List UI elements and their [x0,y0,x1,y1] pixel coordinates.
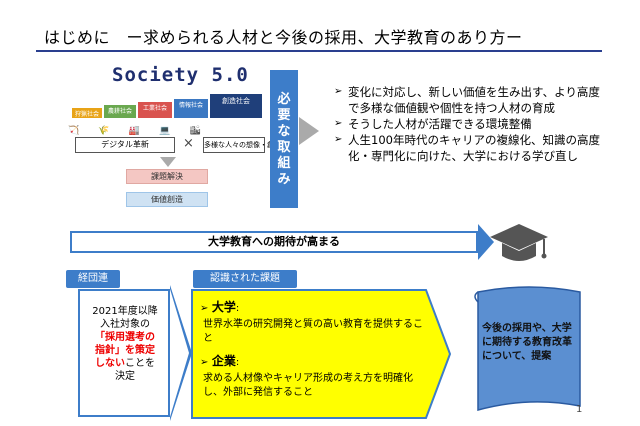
factory-icon: 🏭 [128,126,140,136]
graduation-cap-icon [490,224,548,261]
issue-body-company: 求める人材像やキャリア形成の考え方を明確化し、外部に発信すること [203,373,413,398]
computer-icon: 💻 [158,126,171,136]
down-arrow-icon [160,157,176,167]
multiply-sign: × [183,136,194,151]
needs-list: 変化に対応し、新しい価値を生み出す、より高度で多様な価値観や個性を持つ人材の育成… [334,84,604,164]
recognized-issues-label: 認識された課題 [193,270,297,288]
page-title: はじめに ー求められる人材と今後の採用、大学教育のあり方ー [44,28,523,47]
banner-arrow-icon [478,224,494,260]
keidanren-box [78,289,170,417]
keidanren-label: 経団連 [66,270,120,288]
right-arrow-icon [299,117,319,145]
needed-initiatives-label: 必 要 な 取 組 み [270,70,298,208]
stage-agrarian: 農耕社会 [104,105,136,118]
value-creation-box: 価値創造 [126,192,208,207]
list-item: 人生100年時代のキャリアの複線化、知識の高度化・専門化に向けた、大学における学… [334,132,604,164]
keidanren-decision: 2021年度以降 入社対象の 「採用選考の 指針」を策定 しないことを 決定 [92,306,158,382]
city-icon: 🏙 [189,126,201,136]
reform-proposal: 今後の採用や、大学に期待する教育改革について、提案 [482,323,572,362]
reform-banner-shape [474,286,581,411]
issue-head-company: 企業: [200,354,428,370]
list-item: 変化に対応し、新しい価値を生み出す、より高度で多様な価値観や個性を持つ人材の育成 [334,84,604,116]
society-stages-chart: 狩猟社会 農耕社会 工業社会 情報社会 創造社会 [72,94,262,118]
diverse-creativity-box: 多様な人々の想像・創造力 [203,137,288,153]
stage-information: 情報社会 [174,99,208,118]
title-underline [36,50,602,52]
expectation-banner: 大学教育への期待が高まる [70,231,478,253]
stage-creative: 創造社会 [210,94,262,118]
problem-solving-box: 課題解決 [126,169,208,184]
recognized-issues: 大学: 世界水準の研究開発と質の高い教育を提供すること 企業: 求める人材像やキ… [200,300,428,408]
issue-head-university: 大学: [200,300,428,316]
society-illustrations: 🏹 🌾 🏭 💻 🏙 [68,118,266,136]
hunter-icon: 🏹 [68,126,80,136]
digital-innovation-box: デジタル革新 [75,137,175,153]
page-number: 1 [576,404,583,415]
stage-industrial: 工業社会 [138,102,172,118]
stage-hunting: 狩猟社会 [72,108,102,118]
farm-icon: 🌾 [98,126,110,136]
list-item: そうした人材が活躍できる環境整備 [334,116,604,132]
issue-body-university: 世界水準の研究開発と質の高い教育を提供すること [203,319,423,344]
society-title: Society 5.0 [112,64,249,86]
